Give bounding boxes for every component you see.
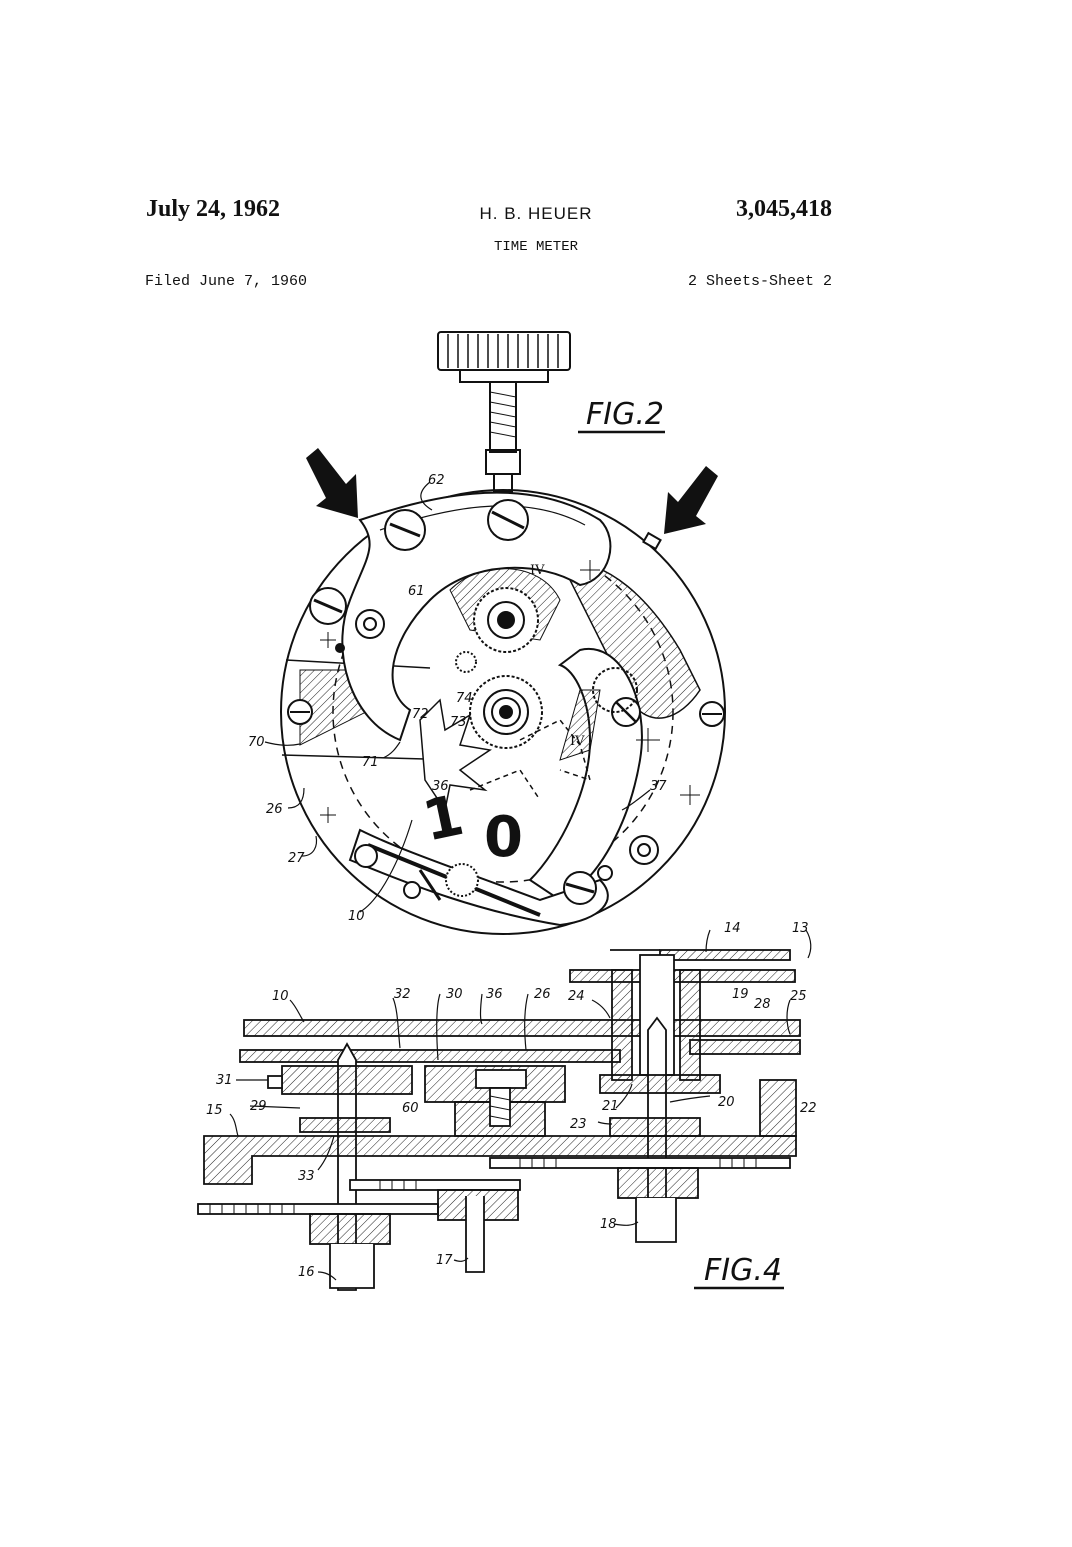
ref-20: 20 [718,1095,735,1110]
ref-32: 32 [394,987,411,1002]
star-wheel [419,698,492,812]
ref-iv-lower: IV [570,734,585,749]
ref-16: 16 [298,1265,315,1280]
fig4-reference-numerals: 14 13 10 32 30 36 26 24 19 28 25 31 60 2… [206,921,817,1280]
fig4-drawing [197,929,812,1291]
ref-19: 19 [732,987,749,1002]
ref-36-fig4: 36 [486,987,503,1002]
ref-27: 27 [288,851,305,866]
fig2-label: FIG.2 [586,397,664,432]
ref-25: 25 [790,989,807,1004]
ref-37: 37 [650,779,667,794]
ref-26-fig4: 26 [534,987,551,1002]
movement-plate [280,489,726,935]
winding-crown [437,331,571,493]
ref-74: 74 [456,691,473,706]
sheet-count: 2 Sheets-Sheet 2 [687,273,832,290]
filed-date: Filed June 7, 1960 [145,273,308,290]
inventor-name: H. B. HEUER [479,204,593,223]
ref-17: 17 [436,1253,453,1268]
ref-29: 29 [250,1099,267,1114]
ref-70: 70 [248,735,265,750]
ref-72: 72 [412,707,429,722]
patent-title: TIME METER [493,239,578,255]
ref-13: 13 [792,921,809,936]
wheels [445,587,638,897]
fig4-label: FIG.4 [704,1253,782,1288]
screws [287,499,725,905]
ref-61: 61 [408,584,425,599]
dial-digit-zero: 0 [484,805,523,870]
ref-24: 24 [568,989,585,1004]
ref-10: 10 [348,909,365,924]
ref-21: 21 [602,1099,619,1114]
ref-60: 60 [402,1101,419,1116]
ref-62: 62 [428,473,445,488]
arrow-right [664,466,718,534]
gear-trains [197,1157,791,1289]
ref-18: 18 [600,1217,617,1232]
ref-33: 33 [298,1169,315,1184]
ref-28: 28 [754,997,771,1012]
ref-30: 30 [446,987,463,1002]
ref-15: 15 [206,1103,223,1118]
patent-number: 3,045,418 [736,196,832,222]
ref-22: 22 [800,1101,817,1116]
ref-10-fig4: 10 [272,989,289,1004]
ref-14: 14 [724,921,741,936]
ref-36: 36 [432,779,449,794]
ref-23: 23 [570,1117,587,1132]
fig2-drawing [264,331,726,935]
ref-26: 26 [266,802,283,817]
patent-date: July 24, 1962 [146,196,281,222]
ref-73: 73 [450,715,467,730]
fig2-reference-numerals: 62 61 IV 74 72 73 71 70 36 26 27 10 37 I… [248,473,667,924]
ref-71: 71 [362,755,379,770]
ref-31: 31 [216,1073,233,1088]
arrow-left [306,448,358,518]
ref-iv-upper: IV [530,563,545,578]
